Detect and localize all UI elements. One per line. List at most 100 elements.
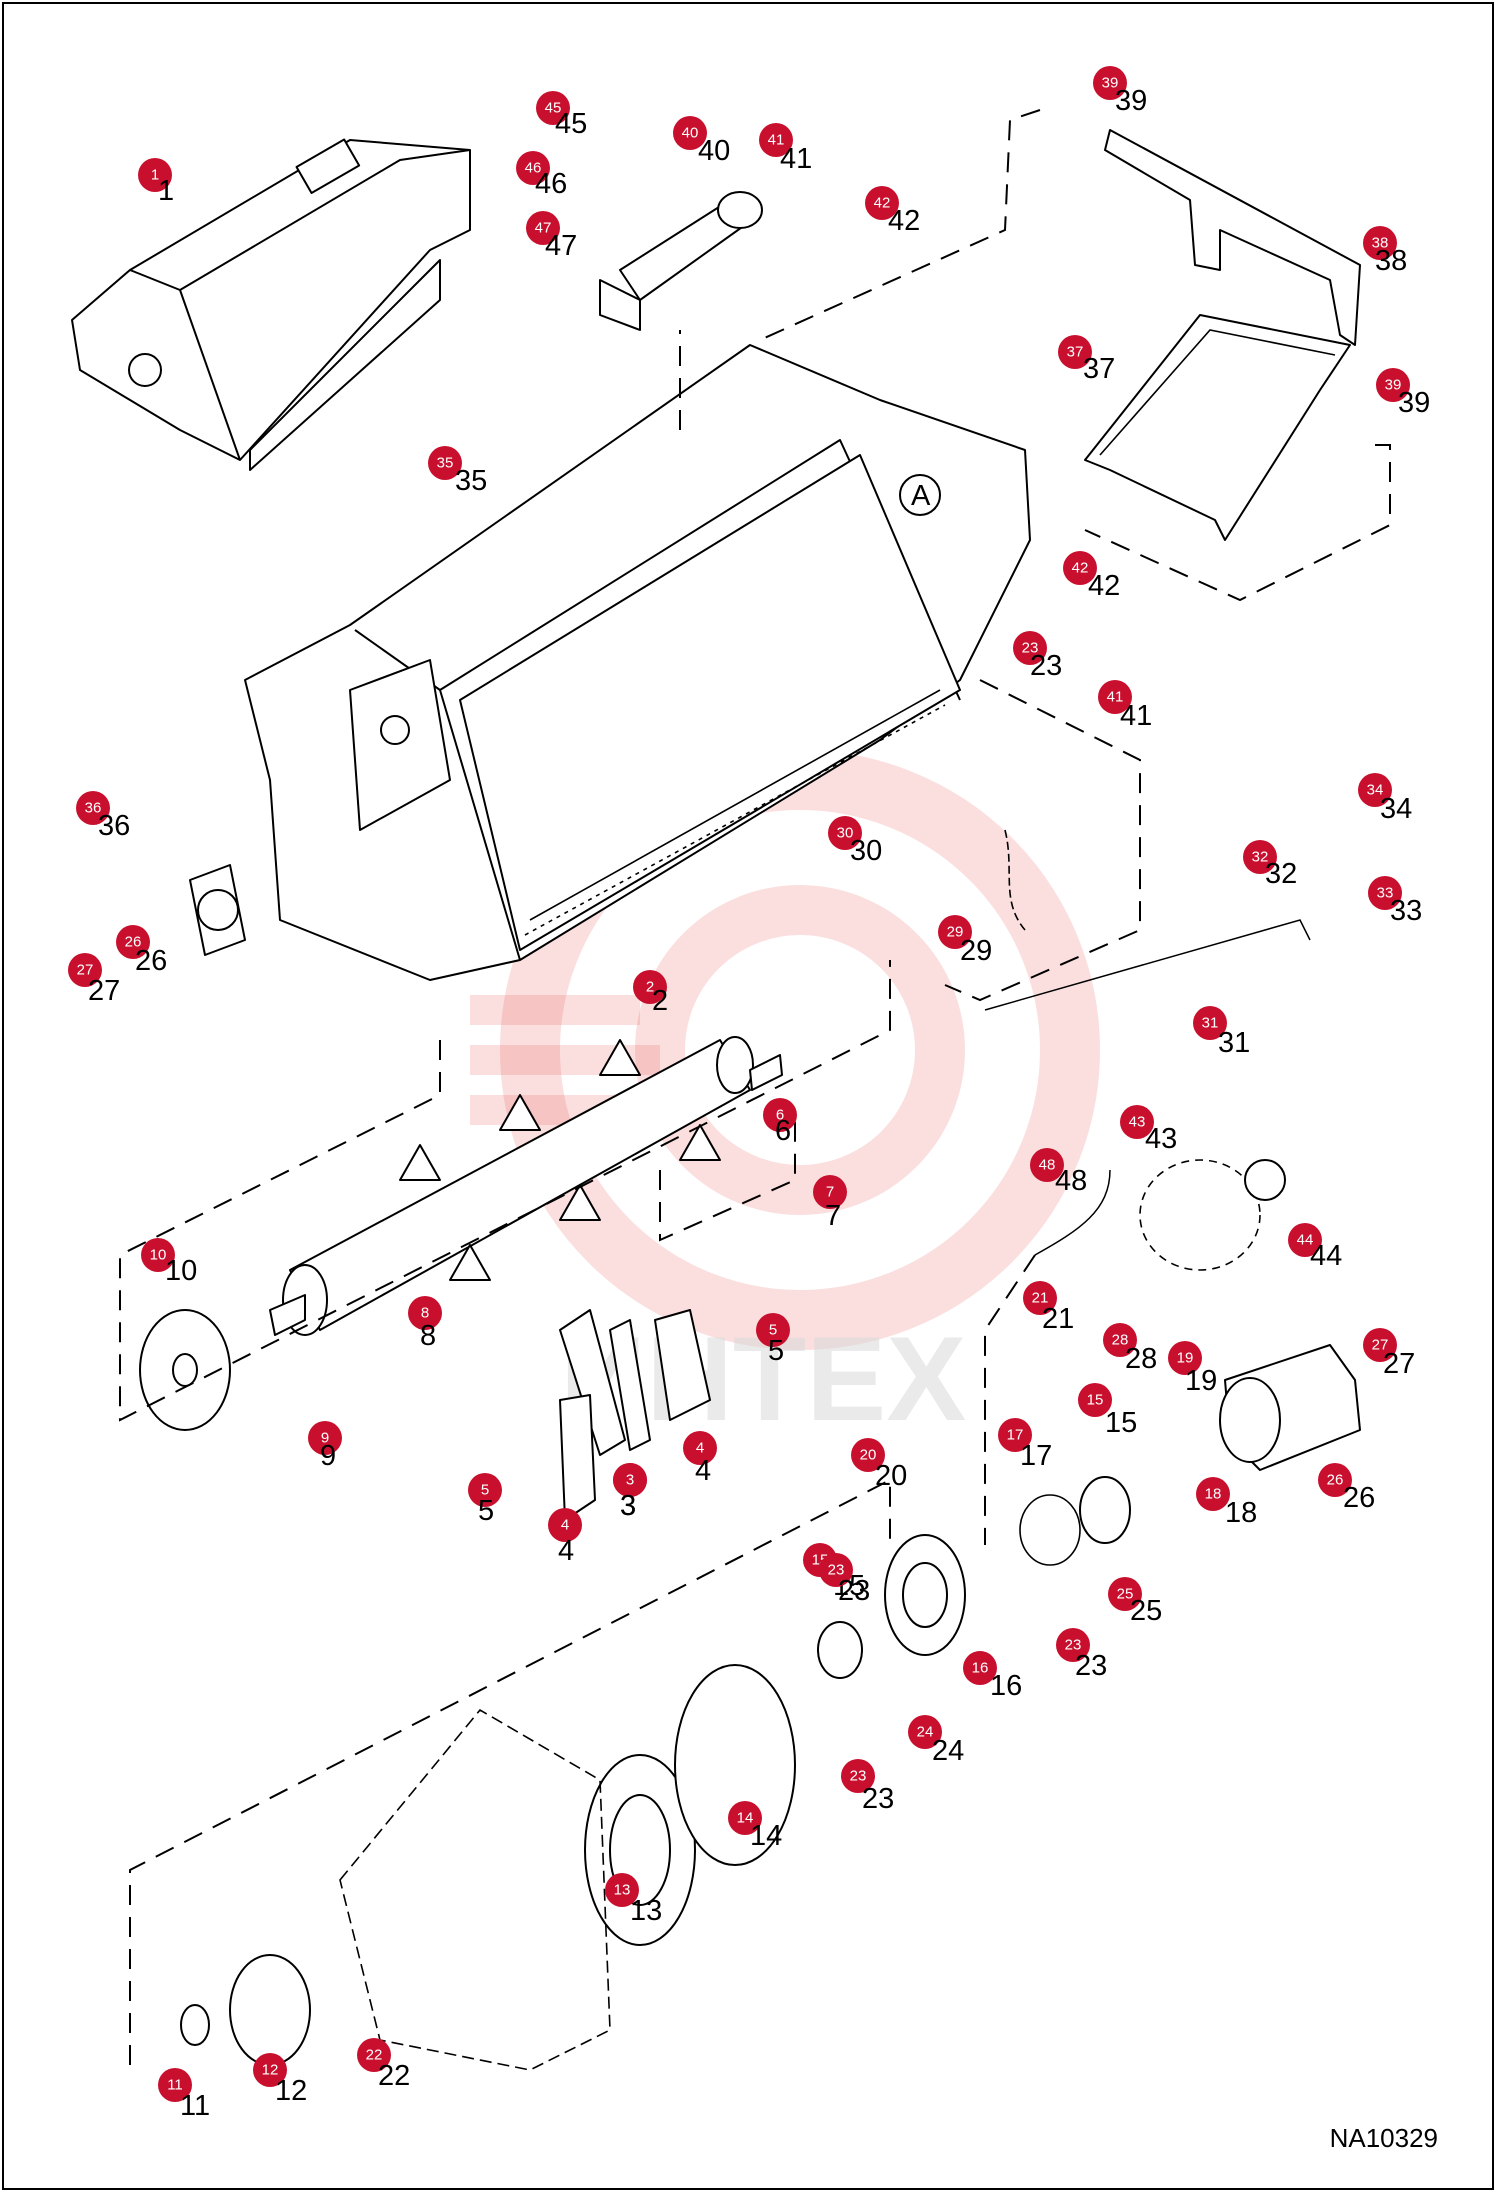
callout-badge-text-38: 38 bbox=[1372, 235, 1389, 252]
callout-label-28: 28 bbox=[1125, 1343, 1157, 1375]
view-a-marker-2 bbox=[1244, 1159, 1286, 1201]
callout-badge-3b: 3 bbox=[613, 1463, 647, 1497]
callout-badge-30: 30 bbox=[828, 816, 862, 850]
callout-circle-15 bbox=[1078, 1383, 1112, 1417]
callout-badge-text-16: 16 bbox=[972, 1660, 989, 1677]
callout-label-34: 34 bbox=[1380, 793, 1412, 825]
callout-badge-35: 35 bbox=[428, 446, 462, 480]
callout-label-10: 10 bbox=[165, 1255, 197, 1287]
view-a-detail bbox=[1139, 1159, 1261, 1271]
callout-badge-text-32: 32 bbox=[1252, 849, 1269, 866]
callout-badge-14: 14 bbox=[728, 1801, 762, 1835]
callout-badge-text-41b: 41 bbox=[1107, 689, 1124, 706]
callout-badge-text-25: 25 bbox=[1117, 1586, 1134, 1603]
callout-badge-text-40: 40 bbox=[682, 125, 699, 142]
callout-circle-34 bbox=[1358, 773, 1392, 807]
callout-label-13: 13 bbox=[630, 1895, 662, 1927]
callout-circle-26 bbox=[116, 925, 150, 959]
callout-circle-4 bbox=[683, 1431, 717, 1465]
callout-badge-text-26b: 26 bbox=[1327, 1472, 1344, 1489]
callout-circle-37 bbox=[1058, 335, 1092, 369]
callout-label-22: 22 bbox=[378, 2060, 410, 2092]
callout-badge-4b: 4 bbox=[548, 1508, 582, 1542]
callout-circle-4b bbox=[548, 1508, 582, 1542]
callout-badge-text-14: 14 bbox=[737, 1810, 754, 1827]
part-31-rod bbox=[984, 919, 1311, 1011]
callout-badge-18: 18 bbox=[1196, 1477, 1230, 1511]
part-4-tooth-lower bbox=[559, 1394, 596, 1521]
callout-circle-39b bbox=[1376, 368, 1410, 402]
callout-badge-1: 1 bbox=[138, 158, 172, 192]
callout-circle-2 bbox=[633, 970, 667, 1004]
callout-badge-29: 29 bbox=[938, 915, 972, 949]
callout-badge-text-47: 47 bbox=[535, 220, 552, 237]
callout-label-41: 41 bbox=[780, 143, 812, 175]
callout-badge-23: 23 bbox=[819, 1553, 853, 1587]
callout-badge-text-17: 17 bbox=[1007, 1427, 1024, 1444]
callout-label-35: 35 bbox=[455, 465, 487, 497]
callout-label-21: 21 bbox=[1042, 1303, 1074, 1335]
callout-badge-22: 22 bbox=[357, 2038, 391, 2072]
callout-circle-43 bbox=[1120, 1105, 1154, 1139]
hydraulic-motor bbox=[1219, 1344, 1361, 1471]
callout-badge-42b: 42 bbox=[1063, 551, 1097, 585]
callout-badge-15: 15 bbox=[1078, 1383, 1112, 1417]
callout-badge-text-23c: 23 bbox=[850, 1768, 867, 1785]
callout-label-20: 20 bbox=[875, 1460, 907, 1492]
callout-badge-23b: 23 bbox=[1056, 1628, 1090, 1662]
callout-badge-text-1: 1 bbox=[151, 167, 159, 184]
callout-badge-11: 11 bbox=[158, 2068, 192, 2102]
callout-badge-39b: 39 bbox=[1376, 368, 1410, 402]
callout-badge-text-42b: 42 bbox=[1072, 560, 1089, 577]
callout-label-39b: 39 bbox=[1398, 387, 1430, 419]
callout-label-30: 30 bbox=[850, 835, 882, 867]
callout-badge-13: 13 bbox=[605, 1873, 639, 1907]
callout-circle-3b bbox=[613, 1463, 647, 1497]
callout-badge-43: 43 bbox=[1120, 1105, 1154, 1139]
callout-badge-text-2: 2 bbox=[646, 979, 654, 996]
callout-badge-38: 38 bbox=[1363, 226, 1397, 260]
callout-badge-text-37: 37 bbox=[1067, 344, 1084, 361]
drawing-code: NA10329 bbox=[1329, 2123, 1438, 2153]
callout-badge-text-35: 35 bbox=[437, 455, 454, 472]
callout-circle-27 bbox=[68, 953, 102, 987]
part-15-bearing bbox=[1079, 1476, 1131, 1544]
callout-label-27b: 27 bbox=[1383, 1348, 1415, 1380]
callout-badge-text-4: 4 bbox=[696, 1440, 704, 1457]
callout-badge-36: 36 bbox=[76, 791, 110, 825]
callout-label-5: 5 bbox=[768, 1335, 784, 1367]
callout-label-4b: 4 bbox=[558, 1535, 574, 1567]
callout-badge-text-48: 48 bbox=[1039, 1157, 1056, 1174]
part-16-bearing-housing bbox=[884, 1534, 966, 1656]
callout-badge-44: 44 bbox=[1288, 1223, 1322, 1257]
callout-circle-5 bbox=[756, 1313, 790, 1347]
callout-badge-text-10: 10 bbox=[150, 1247, 167, 1264]
part-29-chain bbox=[1004, 829, 1026, 931]
callout-badge-21: 21 bbox=[1023, 1281, 1057, 1315]
callout-label-14: 14 bbox=[750, 1820, 782, 1852]
callout-badge-text-23: 23 bbox=[828, 1562, 845, 1579]
callout-label-26: 26 bbox=[135, 945, 167, 977]
callout-badge-text-11: 11 bbox=[167, 2077, 183, 2094]
callout-badge-text-28: 28 bbox=[1112, 1332, 1129, 1349]
callout-label-6: 6 bbox=[775, 1115, 791, 1147]
callout-circle-7 bbox=[813, 1175, 847, 1209]
callout-label-15: 15 bbox=[1105, 1407, 1137, 1439]
callout-badge-27: 27 bbox=[68, 953, 102, 987]
callout-circle-44 bbox=[1288, 1223, 1322, 1257]
callout-label-23d: 23 bbox=[1030, 650, 1062, 682]
callout-badge-26: 26 bbox=[116, 925, 150, 959]
callout-label-23c: 23 bbox=[862, 1783, 894, 1815]
callout-label-25: 25 bbox=[1130, 1595, 1162, 1627]
callout-badge-text-27: 27 bbox=[77, 962, 94, 979]
callout-circle-31 bbox=[1193, 1006, 1227, 1040]
part-12-flange bbox=[229, 1954, 311, 2066]
callout-badge-text-30: 30 bbox=[837, 825, 854, 842]
callout-badge-26b: 26 bbox=[1318, 1463, 1352, 1497]
callout-badge-text-43: 43 bbox=[1129, 1114, 1146, 1131]
callout-circle-16 bbox=[963, 1651, 997, 1685]
callout-circle-39 bbox=[1093, 66, 1127, 100]
callout-badge-text-5: 5 bbox=[769, 1322, 777, 1339]
callout-circle-48 bbox=[1030, 1148, 1064, 1182]
